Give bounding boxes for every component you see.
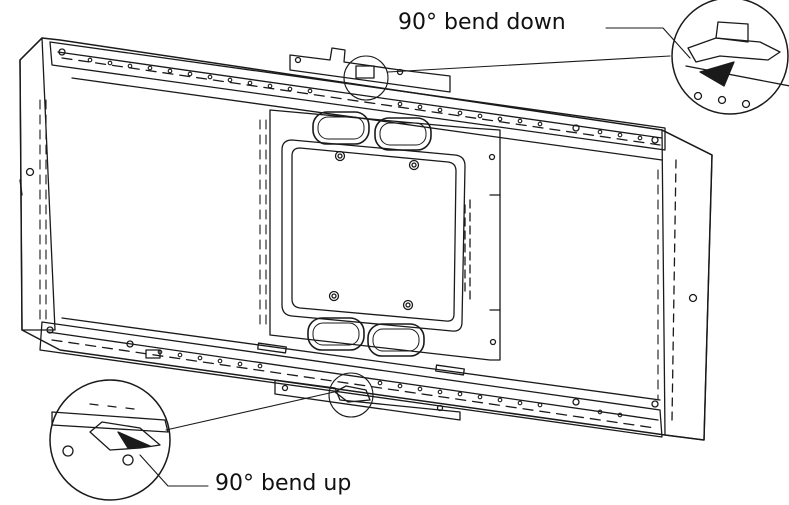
right-side-plate [661,129,713,441]
bend-up-arrow [117,431,151,449]
knockout-top-right [374,117,432,151]
inner-rails [61,77,663,401]
knockout-bottom-left [307,317,365,351]
center-plate [269,109,501,361]
right-mount-hole [688,293,698,303]
bend-up-detail [49,379,171,501]
top-rail [49,41,666,151]
bend-down-detail [671,0,789,115]
leader-lines [139,27,691,487]
box-screw-tr [408,159,420,171]
knockout-top-left [312,111,370,145]
box-screw-tl [334,150,346,162]
knockout-slots [307,111,432,357]
box-screw-bl [328,290,340,302]
box-screw-br [402,299,414,311]
bottom-bend-tab [274,372,461,421]
bottom-rail [39,321,663,438]
outer-frame [19,37,713,441]
top-bend-tab [289,47,451,101]
knockout-bottom-right [367,323,425,357]
bend-up-zoom-circle [49,379,171,501]
bend-down-zoom-circle [671,0,789,115]
bottom-detail-circle [328,372,374,418]
leader-bend-up [139,454,209,487]
electrical-box [281,139,466,332]
left-mount-hole [25,167,35,177]
leader-bend-down [605,27,691,59]
bend-down-label: 90° bend down [398,10,566,35]
bend-up-label: 90° bend up [215,471,352,496]
hidden-lines [39,99,659,401]
top-rail-perforations [87,57,643,141]
left-side-plate [19,37,56,331]
top-detail-circle [343,55,389,101]
bottom-rail-perforations [157,349,623,418]
